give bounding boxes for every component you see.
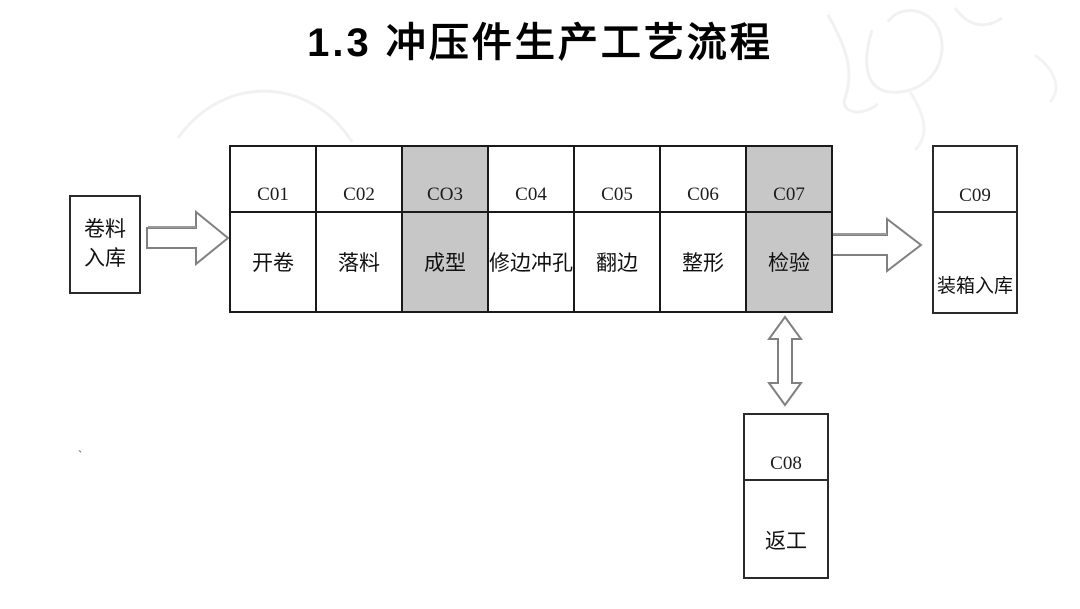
process-column-c03: CO3 成型 <box>401 147 487 311</box>
rework-box: C08 返工 <box>743 413 829 579</box>
process-table: C01 开卷 C02 落料 CO3 成型 C04 修边冲孔 C05 翻边 C06… <box>229 145 833 313</box>
end-box-packing-inbound: C09 装箱入库 <box>932 145 1018 314</box>
double-arrow-vertical-icon <box>767 315 803 407</box>
process-code: C05 <box>575 147 659 213</box>
process-code: C02 <box>317 147 401 213</box>
process-name: 落料 <box>338 252 380 275</box>
end-box-name: 装箱入库 <box>936 276 1013 297</box>
slide-title: 1.3 冲压件生产工艺流程 <box>307 21 773 65</box>
process-code: CO3 <box>403 147 487 213</box>
start-box-label-line2: 入库 <box>84 246 126 270</box>
start-box-label-line1: 卷料 <box>84 218 126 242</box>
process-column-c02: C02 落料 <box>315 147 401 311</box>
process-name: 修边冲孔 <box>489 252 573 275</box>
stray-tick-mark: ` <box>78 448 83 463</box>
flow-arrow-right-icon <box>146 209 230 267</box>
rework-box-name: 返工 <box>765 530 807 553</box>
process-code: C01 <box>231 147 315 213</box>
process-code: C06 <box>661 147 745 213</box>
process-name: 开卷 <box>252 252 294 275</box>
process-name: 翻边 <box>596 252 638 275</box>
process-name: 整形 <box>682 252 724 275</box>
process-column-c06: C06 整形 <box>659 147 745 311</box>
process-code: C04 <box>489 147 573 213</box>
process-column-c07: C07 检验 <box>745 147 831 311</box>
process-column-c01: C01 开卷 <box>231 147 315 311</box>
start-box-coil-inbound: 卷料 入库 <box>69 195 141 294</box>
process-name: 检验 <box>768 252 810 275</box>
rework-box-code: C08 <box>745 415 827 481</box>
end-box-code: C09 <box>934 147 1016 213</box>
process-name: 成型 <box>424 252 466 275</box>
process-column-c04: C04 修边冲孔 <box>487 147 573 311</box>
process-column-c05: C05 翻边 <box>573 147 659 311</box>
process-code: C07 <box>747 147 831 213</box>
flow-arrow-right-icon <box>831 216 923 274</box>
